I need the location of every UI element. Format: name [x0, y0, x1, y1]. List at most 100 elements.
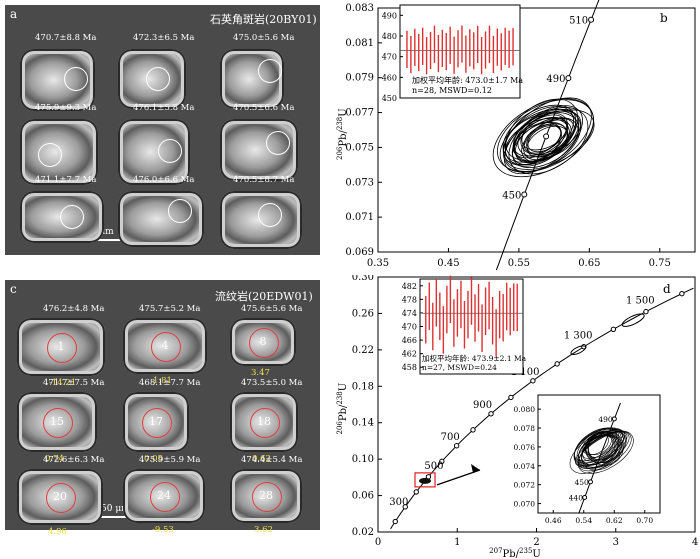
y-tick-label: 0.073: [345, 177, 374, 188]
y-tick-label: 0.18: [352, 381, 374, 392]
error-ellipse: [526, 117, 575, 156]
zoom-box: [414, 472, 436, 488]
concordia-age-label: 490: [546, 74, 565, 85]
panel-a-cl-image: a 石英角斑岩(20BY01) 50 μm 470.7±8.8 Ma472.3±…: [5, 5, 320, 255]
y-tick-label: 0.22: [352, 345, 374, 356]
analysis-spot-number: 24: [157, 489, 171, 502]
concordia-age-marker: [453, 443, 460, 449]
analysis-spot-circle: [47, 333, 77, 363]
concordia-age-label: 450: [502, 190, 521, 201]
error-ellipse: [577, 430, 632, 472]
concordia-age-marker: [611, 416, 617, 422]
y-axis-label: 206Pb/238U: [336, 383, 349, 435]
inset-y-tick-label: 450: [382, 94, 397, 103]
zircon-grain: [20, 119, 98, 185]
zircon-grain: [220, 119, 298, 181]
concordia-age-marker: [488, 411, 494, 417]
grain-age-label: 475.9±9.3 Ma: [35, 103, 97, 113]
x-tick-label: 2: [533, 537, 539, 548]
y-tick-label: 0.079: [345, 73, 374, 84]
epsilon-hf-value: 4.96: [48, 527, 67, 537]
grain-age-label: 476.0±6.6 Ma: [133, 175, 195, 185]
analysis-spot-number: 15: [50, 415, 64, 428]
zircon-grain: 18: [230, 392, 298, 452]
y-tick-label: 0.081: [345, 38, 374, 49]
x-tick-label: 0.55: [508, 258, 530, 269]
inset-y-tick-label: 490: [382, 11, 397, 20]
inset-n-mswd: n=27, MSWD=0.24: [422, 363, 497, 372]
inset-y-tick-label: 470: [402, 323, 417, 332]
epsilon-hf-value: 3.62: [254, 525, 273, 535]
concordia-age-marker: [402, 504, 408, 510]
analysis-spot-circle: [250, 408, 280, 438]
analysis-spot-number: 4: [161, 339, 169, 352]
inset-y-tick-label: 0.078: [514, 424, 536, 433]
analysis-spot-circle: [252, 482, 282, 512]
zircon-grain: [20, 49, 95, 111]
error-ellipse: [496, 99, 594, 173]
error-ellipse: [577, 430, 634, 474]
concordia-age-label: 700: [441, 432, 460, 443]
analysis-spot-number: 18: [257, 415, 271, 428]
concordia-age-label: 1 100: [511, 367, 540, 378]
y-tick-label: 0.30: [352, 275, 374, 283]
zircon-grain: 4: [123, 318, 207, 374]
concordia-age-marker: [588, 16, 595, 23]
zircon-grain: [220, 49, 284, 109]
error-ellipse: [569, 430, 626, 474]
concordia-age-marker: [470, 427, 476, 433]
zircon-grain: 15: [17, 392, 97, 452]
inset-weighted-age: 加权平均年龄: 473.9±2.1 Ma: [422, 353, 527, 363]
zircon-grain: 17: [123, 392, 189, 452]
panel-c-scale-bar: [95, 516, 145, 518]
concordia-age-label: 300: [389, 497, 408, 508]
analysis-spot-circle: [38, 143, 62, 167]
outlier-ellipse: [621, 313, 645, 327]
grain-age-label: 472.6±6.3 Ma: [43, 455, 105, 465]
zircon-grain: [20, 191, 104, 243]
error-ellipse: [574, 428, 620, 464]
concordia-age-marker: [565, 75, 572, 82]
inset-y-tick-label: 474: [402, 309, 417, 318]
inset-y-tick-label: 466: [402, 336, 417, 345]
x-tick-label: 0.75: [649, 258, 671, 269]
grain-age-label: 470.7±8.8 Ma: [35, 33, 97, 43]
grain-age-label: 471.1±7.7 Ma: [35, 175, 97, 185]
analysis-spot-circle: [158, 139, 182, 163]
analysis-spot-number: 28: [259, 489, 273, 502]
inset-y-tick-label: 470: [382, 53, 397, 62]
x-tick-label: 1: [454, 537, 460, 548]
analysis-spot-circle: [150, 482, 180, 512]
epsilon-hf-value: -14.21: [49, 378, 77, 388]
panel-c-letter: c: [10, 282, 17, 296]
grain-age-label: 475.0±5.6 Ma: [233, 33, 295, 43]
concordia-age-marker: [413, 489, 419, 495]
zircon-grain: [220, 191, 302, 249]
x-tick-label: 0.45: [437, 258, 459, 269]
grain-age-label: 475.9±5.9 Ma: [139, 455, 201, 465]
grain-age-label: 473.5±5.0 Ma: [241, 378, 303, 388]
analysis-spot-circle: [258, 203, 282, 227]
inset-y-tick-label: 460: [382, 73, 397, 82]
panel-c-scale-label: 50 μm: [101, 504, 130, 514]
concordia-age-marker: [439, 458, 445, 465]
concordia-age-marker: [554, 361, 560, 367]
error-ellipse: [587, 430, 624, 466]
concordia-age-marker: [521, 191, 528, 198]
y-tick-label: 0.071: [345, 212, 374, 223]
grain-age-label: 476.2±4.8 Ma: [43, 304, 105, 314]
grain-age-label: 470.5±6.6 Ma: [233, 103, 295, 113]
y-tick-label: 0.06: [352, 491, 374, 502]
concordia-age-marker: [582, 495, 588, 501]
epsilon-hf-value: 0.62: [252, 454, 271, 464]
analysis-spot-circle: [168, 199, 192, 223]
x-axis-label: 207Pb/235U: [489, 547, 541, 559]
error-ellipse: [578, 431, 628, 467]
zircon-grain: 1: [17, 318, 105, 376]
error-ellipse: [527, 125, 562, 153]
grain-age-label: 474.4±5.4 Ma: [241, 455, 303, 465]
grain-age-label: 470.5±8.7 Ma: [233, 175, 295, 185]
error-ellipse: [588, 431, 620, 461]
